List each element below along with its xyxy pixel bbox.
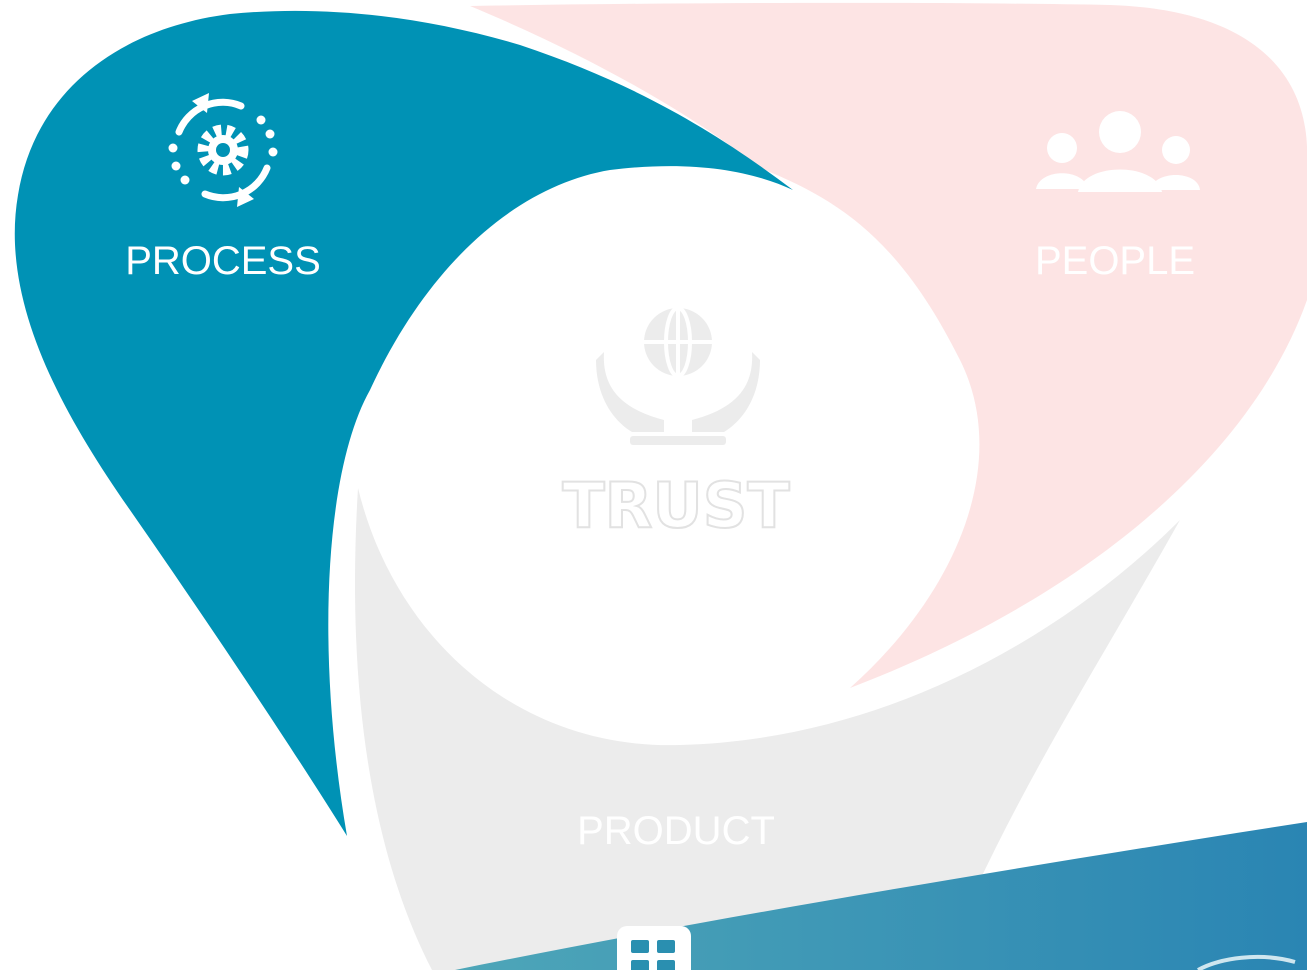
product-grid-icon <box>631 940 675 970</box>
footer-globe-edge <box>1197 954 1296 970</box>
process-segment <box>14 10 794 836</box>
product-segment <box>354 488 1180 970</box>
gear-cycle-icon <box>168 93 278 207</box>
footer-tab <box>617 926 691 970</box>
people-group-icon <box>1036 111 1200 192</box>
trust-label: TRUST <box>562 469 789 542</box>
hands-globe-icon <box>596 306 760 445</box>
product-label: PRODUCT <box>577 809 775 853</box>
people-label: PEOPLE <box>1035 239 1195 283</box>
process-label: PROCESS <box>125 239 321 283</box>
